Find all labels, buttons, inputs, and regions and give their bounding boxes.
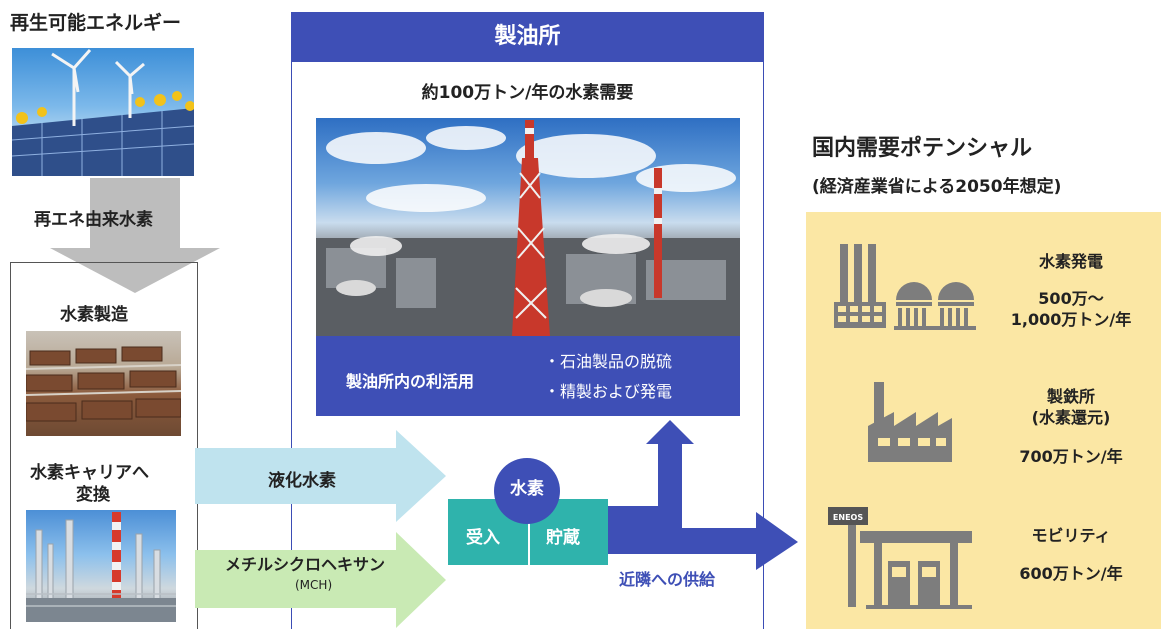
mobility-title: モビリティ xyxy=(1031,526,1111,545)
storage-label: 貯蔵 xyxy=(546,528,580,548)
refinery-use-panel: 製油所内の利活用 ・石油製品の脱硫 ・精製および発電 xyxy=(316,336,740,416)
liquid-hydrogen-arrow xyxy=(195,430,446,522)
receive-label: 受入 xyxy=(466,528,500,548)
neighbor-supply-label: 近隣への供給 xyxy=(619,570,716,589)
right-arrow xyxy=(608,512,798,570)
refinery-use-label: 製油所内の利活用 xyxy=(346,372,475,391)
electrolyzer-illustration xyxy=(26,346,181,422)
carrier-conversion-label-line1: 水素キャリアへ xyxy=(30,463,149,483)
refinery-header: 製油所 xyxy=(291,12,764,62)
renewable-hydrogen-label: 再エネ由来水素 xyxy=(34,210,153,230)
hydrogen-circle: 水素 xyxy=(494,458,560,524)
steelworks-title-line2: (水素還元) xyxy=(1031,408,1111,427)
hydrogen-station-icon: ENEOS xyxy=(828,507,972,609)
refinery-photo xyxy=(316,118,740,336)
refinery-demand-label: 約100万トン/年の水素需要 xyxy=(421,83,634,103)
renewable-energy-photo xyxy=(12,48,194,176)
eneos-logo-text: ENEOS xyxy=(833,513,863,522)
carrier-conversion-label-line2: 変換 xyxy=(76,485,110,505)
transport-arrows xyxy=(195,430,446,628)
steelworks-value: 700万トン/年 xyxy=(1019,447,1123,466)
electrolyzer-photo xyxy=(26,331,181,436)
mobility-value: 600万トン/年 xyxy=(1019,564,1123,583)
use-item-refining-power: ・精製および発電 xyxy=(544,382,673,401)
hydrogen-production-title: 水素製造 xyxy=(60,305,128,325)
power-generation-value-line2: 1,000万トン/年 xyxy=(1010,310,1132,329)
use-item-desulfurization: ・石油製品の脱硫 xyxy=(544,352,673,371)
domestic-demand-panel xyxy=(806,212,1161,629)
up-arrow xyxy=(608,420,694,528)
power-generation-value-line1: 500万～ xyxy=(1038,289,1104,308)
domestic-demand-subtitle: (経済産業省による2050年想定) xyxy=(812,177,1062,197)
down-arrow xyxy=(50,178,220,293)
wind-solar-illustration xyxy=(12,49,194,176)
production-box xyxy=(10,262,198,629)
chemical-plant-photo xyxy=(26,510,176,622)
mch-label: メチルシクロヘキサン xyxy=(225,555,386,574)
liquid-hydrogen-label: 液化水素 xyxy=(268,471,336,491)
mch-arrow xyxy=(195,532,446,628)
steelworks-title-line1: 製鉄所 xyxy=(1046,387,1095,406)
renewable-energy-title: 再生可能エネルギー xyxy=(10,12,182,34)
power-generation-title: 水素発電 xyxy=(1038,252,1103,271)
plant-illustration xyxy=(26,512,176,622)
domestic-demand-title: 国内需要ポテンシャル xyxy=(812,136,1033,161)
supply-arrows xyxy=(608,420,798,570)
power-plant-icon xyxy=(834,244,976,330)
refinery-illustration xyxy=(316,120,740,336)
mch-abbreviation: (MCH) xyxy=(295,578,333,592)
factory-icon xyxy=(868,382,952,462)
